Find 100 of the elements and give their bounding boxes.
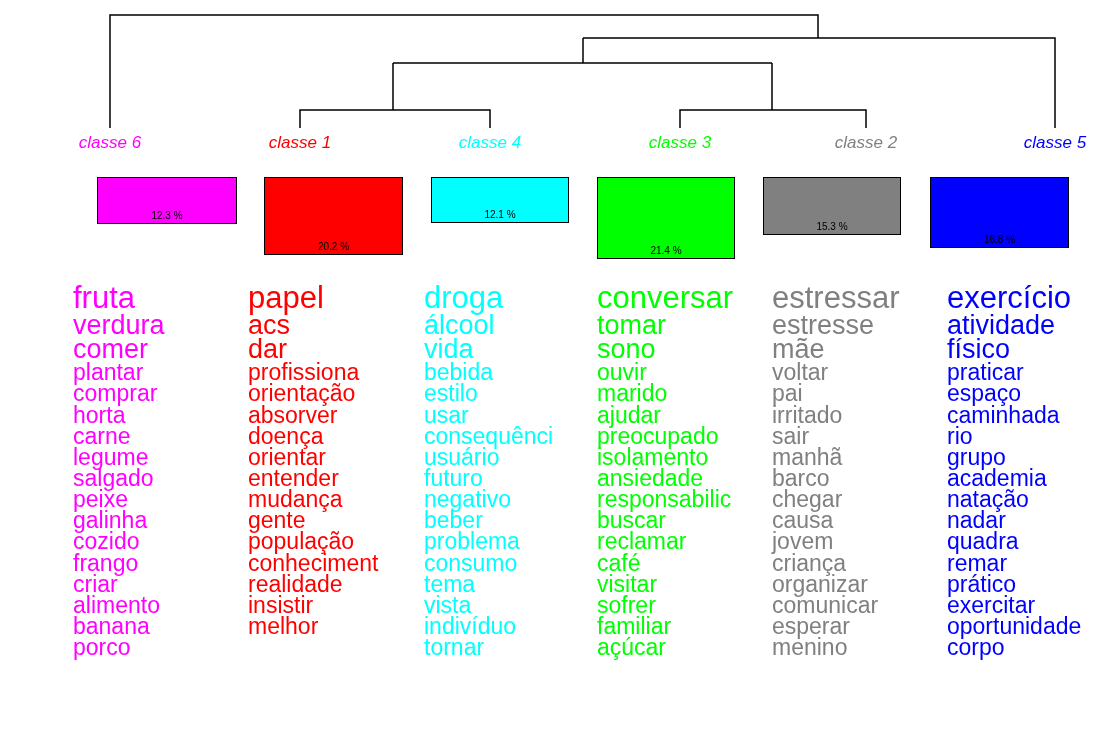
word: criar (73, 573, 118, 595)
word: chegar (772, 489, 843, 511)
class-label: classe 4 (458, 133, 522, 153)
word: população (248, 531, 355, 553)
word: indivíduo (424, 616, 517, 638)
word: droga (424, 284, 504, 313)
word: futuro (424, 468, 483, 490)
word: estressar (772, 284, 900, 313)
word: conheciment (248, 552, 379, 574)
word: voltar (772, 362, 829, 384)
word: orientação (248, 383, 356, 405)
word: marido (597, 383, 668, 405)
word: manhã (772, 446, 843, 468)
word: visitar (597, 573, 658, 595)
word: café (597, 552, 641, 574)
word: físico (947, 337, 1011, 363)
class-label: classe 3 (648, 133, 712, 153)
word: estresse (772, 312, 875, 338)
class-label: classe 6 (78, 133, 142, 153)
word: sofrer (597, 594, 656, 617)
word: horta (73, 404, 126, 426)
word: gente (248, 510, 306, 532)
word: irritado (772, 404, 843, 426)
word: jovem (772, 531, 834, 553)
class-label: classe 5 (1023, 133, 1087, 153)
word: sono (597, 337, 656, 363)
word: consequênci (424, 425, 554, 447)
word: responsabilic (597, 489, 732, 511)
word: banana (73, 616, 150, 638)
percentage-value: 20.2 % (317, 241, 350, 252)
word: conversar (597, 284, 734, 313)
word: natação (947, 489, 1029, 511)
word: orientar (248, 446, 326, 468)
word: mãe (772, 337, 825, 363)
word: alimento (73, 594, 160, 617)
word: entender (248, 468, 339, 490)
word: vida (424, 337, 474, 363)
word: organizar (772, 573, 868, 595)
word: salgado (73, 468, 154, 490)
word: cozido (73, 531, 140, 553)
word: papel (248, 284, 324, 313)
word: comer (73, 337, 148, 363)
word: preocupado (597, 425, 719, 447)
word: comunicar (772, 594, 879, 617)
word: vista (424, 594, 472, 617)
word: praticar (947, 362, 1024, 384)
word: beber (424, 510, 483, 532)
word: ouvir (597, 362, 647, 384)
percentage-value: 21.4 % (650, 245, 682, 256)
word: nadar (947, 510, 1006, 532)
word: tema (424, 573, 476, 595)
word: porco (73, 637, 131, 659)
word: barco (772, 468, 830, 490)
word: usar (424, 404, 469, 426)
word: esperar (772, 616, 850, 638)
word: buscar (597, 510, 667, 532)
word: reclamar (597, 531, 687, 553)
word: exercitar (947, 594, 1036, 617)
class-label: classe 2 (834, 133, 898, 153)
word: bebida (424, 362, 494, 384)
word: plantar (73, 362, 144, 384)
word: quadra (947, 531, 1019, 553)
percentage-value: 12.1 % (484, 209, 516, 220)
word: absorver (248, 404, 338, 426)
word: caminhada (947, 404, 1060, 426)
word: carne (73, 425, 131, 447)
word: oportunidade (947, 616, 1082, 638)
word: sair (772, 425, 810, 447)
word: ansiedade (597, 468, 704, 490)
word: prático (947, 573, 1017, 595)
word: legume (73, 446, 149, 468)
word: frango (73, 552, 139, 574)
percentage-value: 16.8 % (983, 234, 1016, 245)
class-label: classe 1 (268, 133, 332, 153)
word: usuário (424, 446, 500, 468)
word: melhor (248, 616, 319, 638)
word: isolamento (597, 446, 709, 468)
word: academia (947, 468, 1047, 490)
word: peixe (73, 489, 128, 511)
word: dar (248, 337, 288, 363)
word: profissiona (248, 362, 360, 384)
word: tomar (597, 312, 667, 338)
word: insistir (248, 594, 314, 617)
word: ajudar (597, 404, 661, 426)
word: negativo (424, 489, 511, 511)
word: verdura (73, 312, 165, 338)
word: tornar (424, 637, 485, 659)
word: problema (424, 531, 520, 553)
word: familiar (597, 616, 672, 638)
word: galinha (73, 510, 148, 532)
word: açúcar (597, 637, 667, 659)
word: rio (947, 425, 973, 447)
word: exercício (947, 284, 1072, 313)
word: realidade (248, 573, 343, 595)
percentage-value: 15.3 % (816, 221, 848, 232)
percentage-value: 12.3 % (151, 210, 183, 221)
word: atividade (947, 312, 1056, 338)
word: estilo (424, 383, 478, 405)
word: doença (248, 425, 324, 447)
word: menino (772, 637, 848, 659)
